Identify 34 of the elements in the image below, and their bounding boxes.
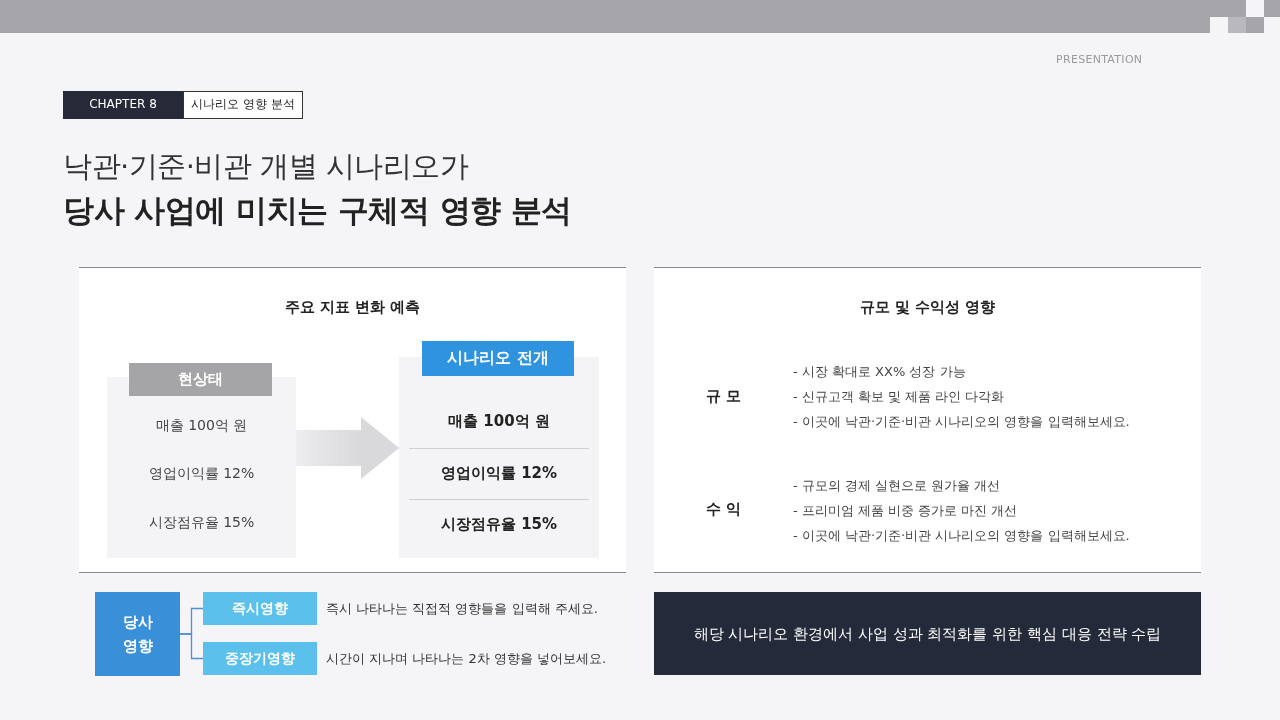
banner: 해당 시나리오 환경에서 사업 성과 최적화를 위한 핵심 대응 전략 수립 — [654, 592, 1201, 675]
title: 낙관·기준·비관 개별 시나리오가 당사 사업에 미치는 구체적 영향 분석 — [63, 148, 572, 230]
card-header: 현상태 — [129, 363, 272, 396]
block-arrow — [296, 417, 399, 479]
metric-card — [399, 341, 599, 558]
metric-text: 시장점유율 15% — [148, 514, 255, 532]
bullet-text: - 시장 확대로 XX% 성장 가능 — [793, 363, 966, 381]
panel-heading: 주요 지표 변화 예측 — [284, 297, 421, 317]
section-tag: 시나리오 영향 분석 — [183, 91, 303, 119]
subcategory-box: 중장기영향 — [203, 642, 317, 675]
metric-text: 영업이익률 12% — [440, 463, 558, 483]
description-text: 시간이 지나며 나타나는 2차 영향을 넣어보세요. — [326, 649, 607, 668]
bullet-text: - 신규고객 확보 및 제품 라인 다각화 — [793, 388, 1005, 406]
metric-text: 매출 100억 원 — [448, 411, 550, 431]
row-heading: 수 익 — [706, 499, 742, 519]
panel-heading: 규모 및 수익성 영향 — [859, 297, 996, 317]
category-box: 당사 영향 — [95, 592, 180, 676]
connector-line — [179, 633, 204, 660]
description-text: 즉시 나타나는 직접적 영향들을 입력해 주세요. — [326, 599, 598, 618]
bullet-text: - 이곳에 낙관·기준·비관 시나리오의 영향을 입력해보세요. — [793, 527, 1130, 545]
panel — [79, 267, 626, 573]
header-text: PRESENTATION — [1056, 53, 1143, 66]
metric-text: 매출 100억 원 — [155, 417, 248, 435]
metric-text: 시장점유율 15% — [440, 514, 558, 534]
bullet-text: - 프리미엄 제품 비중 증가로 마진 개선 — [793, 502, 1018, 520]
bullet-text: - 이곳에 낙관·기준·비관 시나리오의 영향을 입력해보세요. — [793, 413, 1130, 431]
row-heading: 규 모 — [706, 386, 742, 406]
card-header: 시나리오 전개 — [422, 341, 574, 376]
bullet-text: - 규모의 경제 실현으로 원가율 개선 — [793, 477, 1001, 495]
panel — [654, 267, 1201, 573]
metric-card — [107, 363, 296, 558]
metric-text: 영업이익률 12% — [148, 465, 255, 483]
chapter-tag: CHAPTER 8 — [63, 91, 183, 119]
subcategory-box: 즉시영향 — [203, 592, 317, 625]
